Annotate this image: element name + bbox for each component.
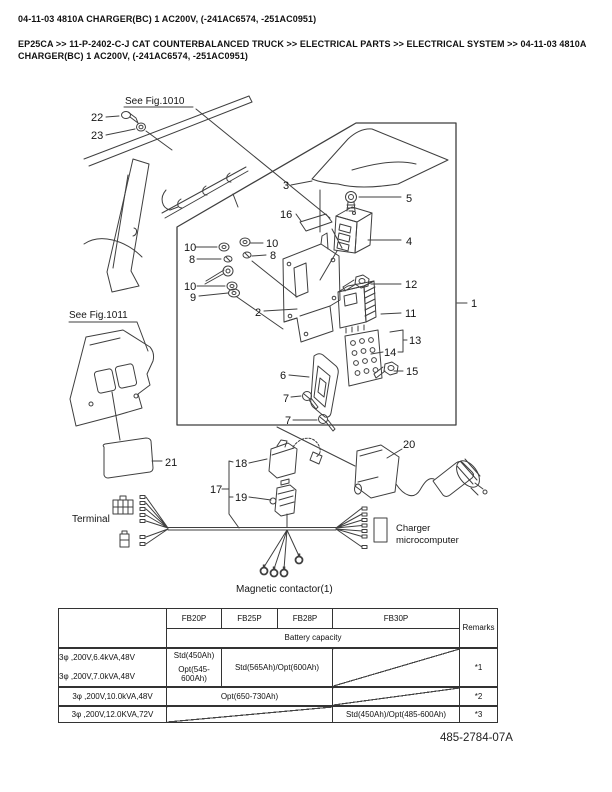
callout-3: 3 xyxy=(283,180,289,192)
page-title: 04-11-03 4810A CHARGER(BC) 1 AC200V, (-2… xyxy=(18,14,317,24)
callout-7b: 7 xyxy=(285,415,291,427)
table-corner-cell xyxy=(58,608,167,648)
magnetic-contactor-label: Magnetic contactor(1) xyxy=(236,584,333,595)
battery-capacity-table: FB20P FB25P FB28P FB30P Remarks Battery … xyxy=(58,608,498,723)
callout-22: 22 xyxy=(91,112,103,124)
callout-10b: 10 xyxy=(266,238,278,250)
part-2-bracket xyxy=(282,232,341,343)
callout-9: 9 xyxy=(190,292,196,304)
callout-1: 1 xyxy=(471,298,477,310)
na-cell-fb30p-row1 xyxy=(332,646,460,687)
value-cell-fb20p-fb28p-row2: Opt(650-730Ah) xyxy=(166,685,333,706)
part-6-housing xyxy=(310,353,339,418)
spec-row1-line1: 3φ ,200V,6.4kVA,48V xyxy=(59,653,135,663)
part-15-bolt xyxy=(373,361,399,379)
charger-microcomputer-connector xyxy=(373,517,388,543)
spec-cell-row2: 3φ ,200V,10.0kVA,48V xyxy=(58,685,167,706)
part-5-screw xyxy=(345,191,357,212)
value-cell-fb20p-row1: Std(450Ah) Opt(545-600Ah) xyxy=(166,646,222,687)
wiring-harness xyxy=(139,495,368,549)
small-terminal-icon xyxy=(119,530,130,548)
callout-7a: 7 xyxy=(283,393,289,405)
callout-11: 11 xyxy=(405,308,416,320)
callout-23: 23 xyxy=(91,130,103,142)
callout-4: 4 xyxy=(406,236,412,248)
callout-8b: 8 xyxy=(270,250,276,262)
page-number-code: 485-2784-07A xyxy=(440,732,513,744)
bolt-icon xyxy=(121,111,139,124)
col-header-fb30p: FB30P xyxy=(332,608,460,629)
spec-cell-row3: 3φ ,200V,12.0KVA,72V xyxy=(58,704,167,723)
callout-19: 19 xyxy=(235,492,247,504)
magnetic-contactor-leads xyxy=(259,529,304,578)
spec-row1-line2: 3φ ,200V,7.0kVA,48V xyxy=(59,671,135,681)
terminal-block-icon xyxy=(112,495,134,515)
callout-16: 16 xyxy=(280,209,292,221)
leader-lines xyxy=(68,106,468,529)
part-18-relay xyxy=(268,437,323,479)
col-header-fb25p: FB25P xyxy=(221,608,278,629)
remarks-cell-row2: *2 xyxy=(459,685,498,706)
callout-18: 18 xyxy=(235,458,247,470)
terminal-label: Terminal xyxy=(72,514,110,525)
na-cell-fb30p-row2 xyxy=(332,685,460,706)
callout-8a: 8 xyxy=(189,254,195,266)
callout-14: 14 xyxy=(384,347,396,359)
col-header-remarks: Remarks xyxy=(459,608,498,648)
col-header-fb28p: FB28P xyxy=(277,608,333,629)
callout-2: 2 xyxy=(255,307,261,319)
remarks-cell-row1: *1 xyxy=(459,646,498,687)
charger-microcomputer-label-2: microcomputer xyxy=(396,535,459,546)
part-3-cover xyxy=(311,128,449,233)
part-13-terminal-board xyxy=(344,329,383,387)
callout-6: 6 xyxy=(280,370,286,382)
na-cell-fb20p-fb28p-row3 xyxy=(166,704,333,723)
part-20-plug-assembly xyxy=(276,426,488,499)
callout-21: 21 xyxy=(165,457,177,469)
part-4-circuit-breaker xyxy=(319,206,373,281)
value-cell-fb25p-fb28p-row1: Std(565Ah)/Opt(600Ah) xyxy=(221,646,333,687)
callout-10c: 10 xyxy=(184,281,196,293)
part-19-connector xyxy=(269,478,297,528)
callout-17: 17 xyxy=(210,484,222,496)
parts-diagram: See Fig.1010 See Fig.1011 22 23 3 5 16 4… xyxy=(68,95,488,595)
callout-5: 5 xyxy=(406,193,412,205)
callout-12: 12 xyxy=(405,279,417,291)
fig1011-console-panel xyxy=(69,329,155,441)
part-21-plate xyxy=(102,437,154,479)
see-fig-1010-label[interactable]: See Fig.1010 xyxy=(125,96,185,107)
value-cell-fb30p-row3: Std(450Ah)/Opt(485-600Ah) xyxy=(332,704,460,723)
assembly-boundary-box xyxy=(176,122,457,426)
callout-10a: 10 xyxy=(184,242,196,254)
nut-washer-hardware xyxy=(204,237,298,330)
see-fig-1011-label[interactable]: See Fig.1011 xyxy=(69,310,128,321)
breadcrumb: EP25CA >> 11-P-2402-C-J CAT COUNTERBALAN… xyxy=(18,39,587,61)
remarks-cell-row3: *3 xyxy=(459,704,498,723)
fb20p-row1-line1: Std(450Ah) xyxy=(173,651,215,660)
washer-icon xyxy=(136,122,146,132)
battery-capacity-header: Battery capacity xyxy=(166,628,460,648)
fb20p-row1-line2: Opt(545-600Ah) xyxy=(178,665,210,683)
callout-20: 20 xyxy=(403,439,415,451)
callout-13: 13 xyxy=(409,335,421,347)
part-7-screw xyxy=(302,391,336,432)
mast-pillar xyxy=(83,158,150,293)
col-header-fb20p: FB20P xyxy=(166,608,222,629)
part-11-magnetic-contactor xyxy=(337,280,377,334)
spec-cell-row1: 3φ ,200V,6.4kVA,48V 3φ ,200V,7.0kVA,48V xyxy=(58,646,167,687)
charger-microcomputer-label-1: Charger xyxy=(396,523,430,534)
overhead-guard-frame xyxy=(83,95,253,219)
callout-15: 15 xyxy=(406,366,418,378)
part-16-plate xyxy=(299,213,343,249)
